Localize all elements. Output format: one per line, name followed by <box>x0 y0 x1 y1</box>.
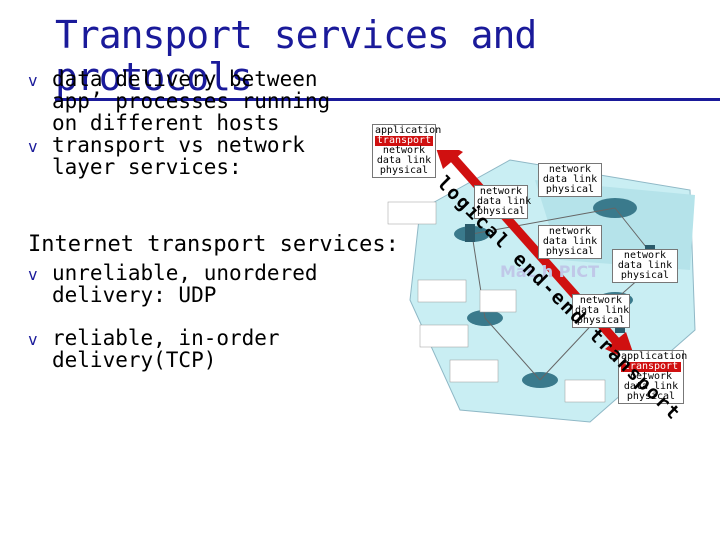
layer-physical: physical <box>620 270 670 281</box>
layer-network: network <box>579 295 623 306</box>
layer-data-link: data link <box>376 155 432 166</box>
bullet-text: data delivery between app’ processes run… <box>52 67 331 135</box>
layer-data-link: data link <box>477 196 532 207</box>
layer-physical: physical <box>626 391 676 402</box>
bullet-transport-vs-network: v transport vs network layer services: <box>28 134 368 178</box>
layer-network: network <box>623 250 667 261</box>
layer-physical: physical <box>477 206 526 217</box>
protocol-stack-router-b: network data link physical <box>538 163 602 197</box>
layer-physical: physical <box>576 315 626 326</box>
layer-transport: transport <box>375 135 433 146</box>
bullet-mark: v <box>28 71 38 90</box>
layer-data-link: data link <box>575 305 630 316</box>
bullet-tcp: v reliable, in-order delivery(TCP) <box>28 327 432 371</box>
bullet-mark: v <box>28 137 38 156</box>
bullet-mark: v <box>28 265 38 284</box>
protocol-stack-right-host: application transport network data link … <box>618 350 688 404</box>
layer-network: network <box>479 186 523 197</box>
layer-physical: physical <box>545 246 595 257</box>
layer-data-link: data link <box>542 174 598 185</box>
protocol-stack-router-d: network data link physical <box>612 249 678 283</box>
layer-data-link: data link <box>617 260 673 271</box>
bullet-mark: v <box>28 330 38 349</box>
layer-physical: physical <box>545 184 595 195</box>
bullet-udp: v unreliable, unordered delivery: UDP <box>28 262 422 306</box>
layer-physical: physical <box>379 165 429 176</box>
bullet-text: transport vs network layer services: <box>52 133 305 179</box>
layer-network: network <box>548 226 592 237</box>
protocol-stack-router-e: network data link physical <box>572 294 630 328</box>
bullet-text: unreliable, unordered delivery: UDP <box>52 261 318 307</box>
layer-data-link: data link <box>542 236 598 247</box>
top-bullets: v data delivery between app’ processes r… <box>28 68 368 178</box>
layer-network: network <box>548 164 592 175</box>
protocol-stack-router-a: network data link physical <box>474 185 532 219</box>
layer-application: application <box>375 125 442 136</box>
watermark-text: Mac h PICT <box>500 262 600 281</box>
layer-transport: transport <box>621 362 681 372</box>
layer-data-link: data link <box>623 381 679 392</box>
layer-application: application <box>621 351 688 362</box>
slide-title: Transport services and protocols <box>55 14 720 101</box>
bullet-text: reliable, in-order delivery(TCP) <box>52 326 280 372</box>
protocol-stack-left-host: application transport network data link … <box>372 124 442 178</box>
layer-network: network <box>629 371 673 382</box>
layer-network: network <box>382 145 426 156</box>
protocol-stack-router-c: network data link physical <box>538 225 602 259</box>
bullet-data-delivery: v data delivery between app’ processes r… <box>28 68 368 134</box>
section-heading: Internet transport services: <box>28 232 399 257</box>
